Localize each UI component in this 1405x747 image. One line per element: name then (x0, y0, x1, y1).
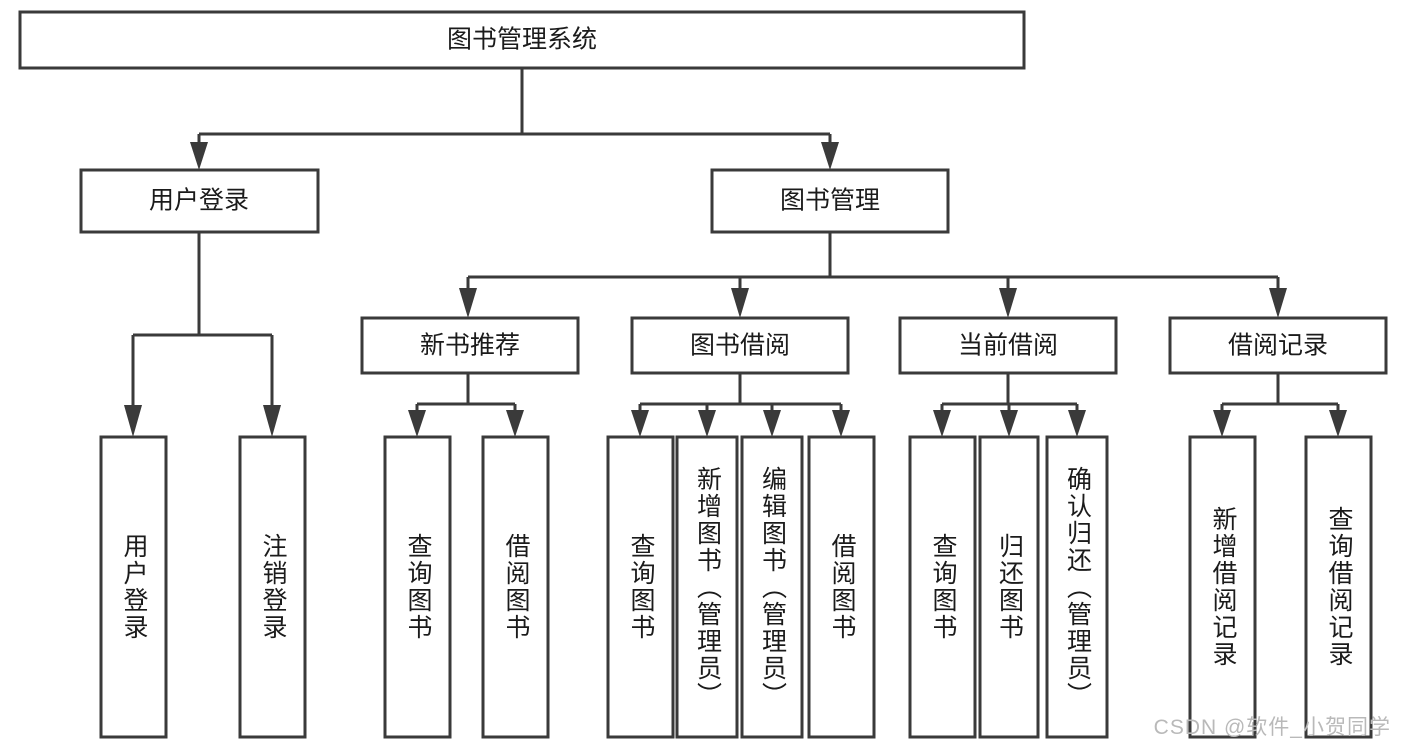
node-leaf-borrow-book-1-box[interactable] (481, 435, 550, 739)
arrow-head-leaf-user-logout (263, 405, 281, 437)
node-leaf-query-book-1-box[interactable] (383, 435, 452, 739)
arrow-head-borrow-record (1269, 288, 1287, 318)
arrow-head-leaf-query-book-3 (933, 410, 951, 437)
node-leaf-user-login-box[interactable] (99, 435, 168, 739)
arrow-head-leaf-query-record (1329, 410, 1347, 437)
arrow-head-leaf-return-book (1000, 410, 1018, 437)
arrow-head-leaf-add-book (698, 410, 716, 437)
node-user-login[interactable]: 用户登录 (79, 168, 320, 234)
node-root-box[interactable] (18, 10, 1026, 70)
node-leaf-add-book-box[interactable] (675, 435, 739, 739)
connector-group (124, 68, 1347, 437)
node-user-login-box[interactable] (79, 168, 320, 234)
node-leaf-query-book-3-box[interactable] (908, 435, 977, 739)
arrow-head-book-manage (821, 142, 839, 170)
arrow-head-current-borrow (999, 288, 1017, 318)
node-root[interactable]: 图书管理系统 (18, 10, 1026, 70)
node-book-borrow[interactable]: 图书借阅 (630, 316, 850, 375)
arrow-head-leaf-borrow-book-1 (506, 410, 524, 437)
node-new-book-recommend-label: 新书推荐 (420, 332, 520, 360)
arrow-head-leaf-confirm-return (1068, 410, 1086, 437)
arrow-head-leaf-edit-book (763, 410, 781, 437)
node-user-login-label: 用户登录 (149, 187, 249, 215)
node-leaf-borrow-book-2-box[interactable] (807, 435, 876, 739)
node-leaf-user-logout-box[interactable] (238, 435, 307, 739)
leaf-box-group (99, 435, 1373, 739)
node-book-borrow-box[interactable] (630, 316, 850, 375)
node-leaf-add-record-box[interactable] (1188, 435, 1257, 739)
node-root-label: 图书管理系统 (447, 26, 597, 54)
node-book-manage-box[interactable] (710, 168, 950, 234)
node-current-borrow-label: 当前借阅 (958, 332, 1058, 360)
arrow-head-leaf-query-book-2 (631, 410, 649, 437)
node-current-borrow[interactable]: 当前借阅 (898, 316, 1118, 375)
node-leaf-query-record-box[interactable] (1304, 435, 1373, 739)
arrow-head-leaf-query-book-1 (408, 410, 426, 437)
arrow-head-book-borrow (731, 288, 749, 318)
node-book-manage[interactable]: 图书管理 (710, 168, 950, 234)
arrow-head-new-book-recommend (459, 288, 477, 318)
node-borrow-record[interactable]: 借阅记录 (1168, 316, 1388, 375)
arrow-head-leaf-borrow-book-2 (832, 410, 850, 437)
node-new-book-recommend[interactable]: 新书推荐 (360, 316, 580, 375)
node-book-borrow-label: 图书借阅 (690, 332, 790, 360)
node-leaf-edit-book-box[interactable] (740, 435, 804, 739)
node-book-manage-label: 图书管理 (780, 187, 880, 215)
csdn-watermark: CSDN @软件_小贺同学 (1153, 716, 1391, 739)
node-leaf-return-book-box[interactable] (978, 435, 1040, 739)
arrow-head-leaf-add-record (1213, 410, 1231, 437)
arrow-head-leaf-user-login (124, 405, 142, 437)
node-leaf-query-book-2-box[interactable] (606, 435, 675, 739)
node-new-book-recommend-box[interactable] (360, 316, 580, 375)
node-leaf-confirm-return-box[interactable] (1045, 435, 1109, 739)
node-borrow-record-label: 借阅记录 (1228, 332, 1328, 360)
arrow-head-user-login (190, 142, 208, 170)
node-borrow-record-box[interactable] (1168, 316, 1388, 375)
node-current-borrow-box[interactable] (898, 316, 1118, 375)
